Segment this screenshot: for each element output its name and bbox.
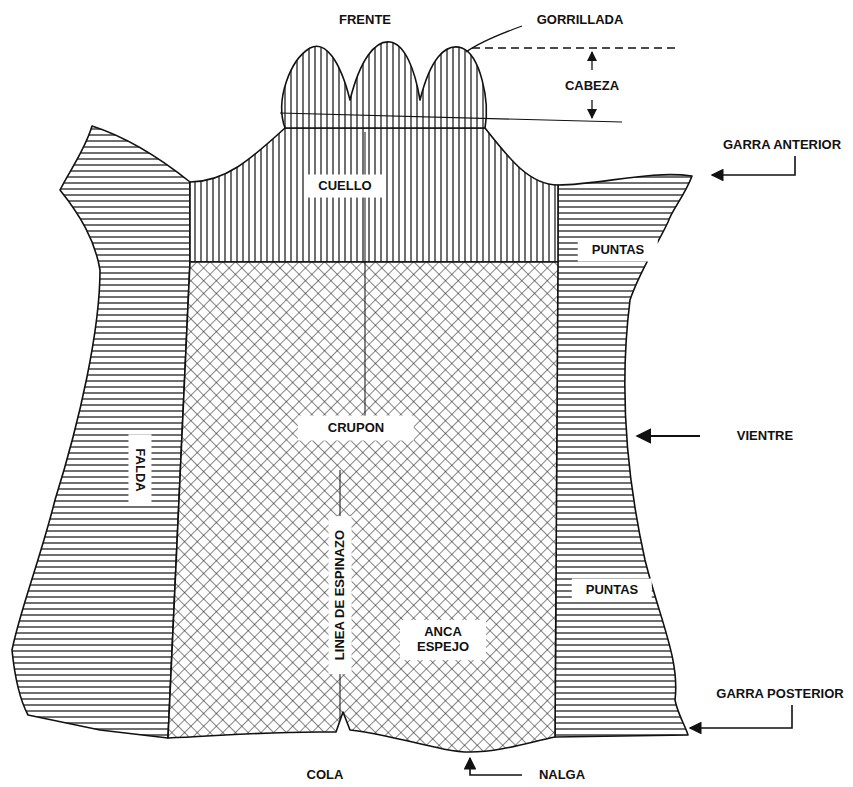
- region-label: LINEA DE ESPINAZO: [329, 516, 352, 674]
- region-label: NALGA: [536, 766, 588, 783]
- right-flank: [555, 175, 692, 737]
- dimension-arrow: [591, 100, 592, 118]
- region-label: GORRILLADA: [534, 12, 627, 29]
- head-region: [282, 42, 486, 128]
- head-line: [280, 113, 622, 122]
- region-label: CRUPON: [298, 416, 414, 441]
- neck-region: [190, 128, 558, 262]
- leader-line: [466, 26, 522, 52]
- region-label: COLA: [304, 766, 347, 783]
- region-label: CABEZA: [562, 78, 622, 95]
- leader-arrow: [690, 705, 792, 728]
- leader-arrow: [470, 758, 522, 775]
- croupon-region: [168, 262, 558, 752]
- region-label: FALDA: [129, 434, 152, 505]
- dimension-arrow: [591, 52, 592, 70]
- region-label: PUNTAS: [572, 579, 652, 602]
- leader-arrow: [712, 156, 795, 175]
- region-label: GARRA POSTERIOR: [713, 686, 846, 703]
- region-label: GARRA ANTERIOR: [720, 137, 844, 154]
- region-label: ANCA ESPEJO: [400, 620, 486, 660]
- region-label: VIENTRE: [734, 428, 796, 445]
- leader-arrow: [637, 435, 700, 437]
- region-label: FRENTE: [336, 12, 394, 29]
- left-flank: [12, 126, 190, 738]
- region-label: CUELLO: [304, 175, 385, 198]
- region-label: PUNTAS: [578, 239, 658, 262]
- dimension-line: [472, 47, 680, 48]
